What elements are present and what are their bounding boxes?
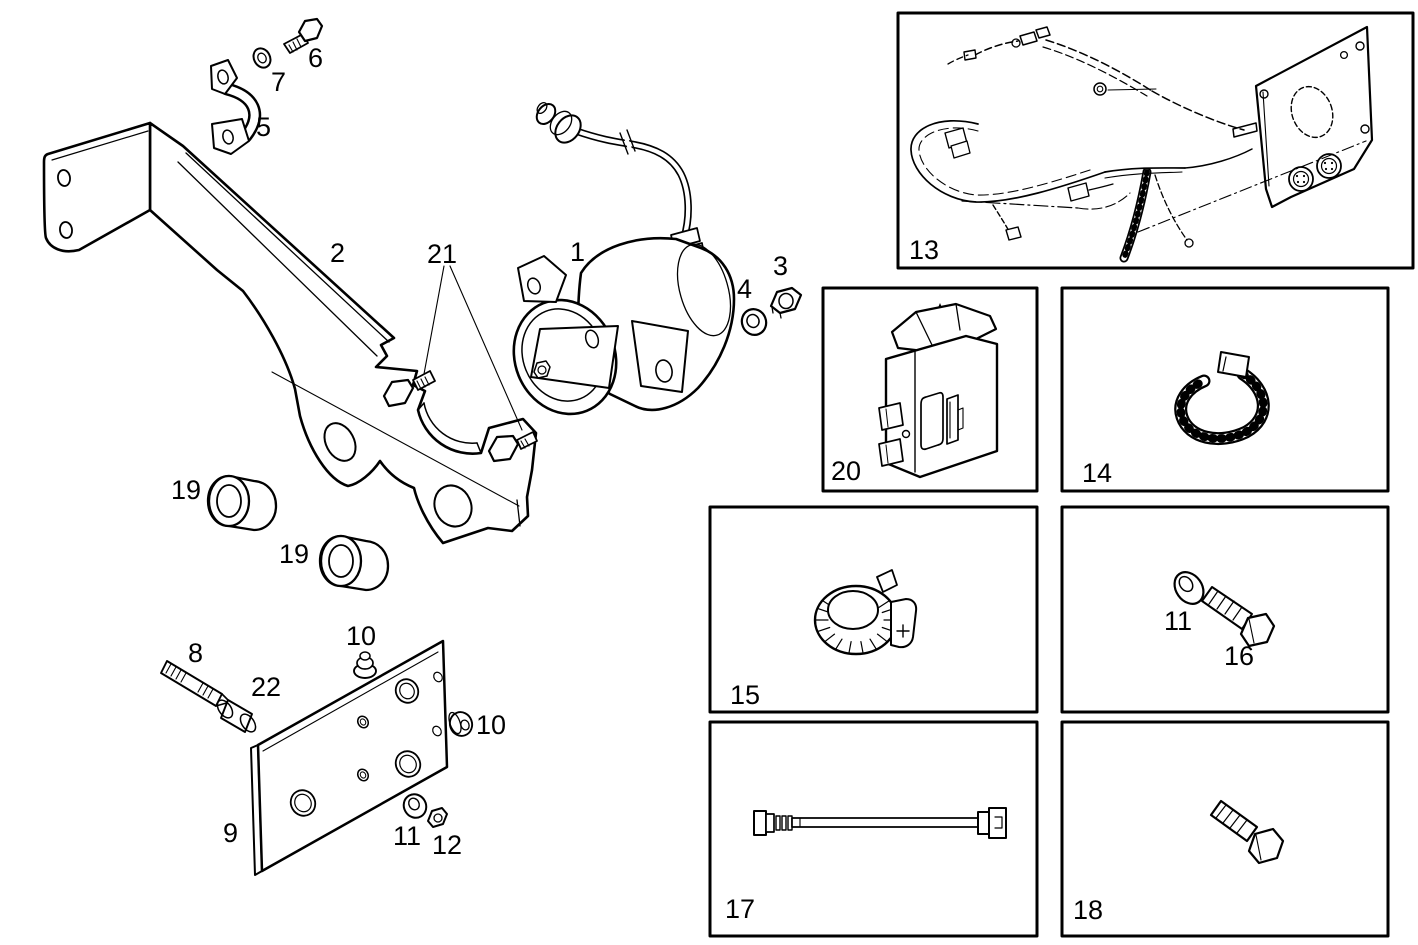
callout-2: 2 [330, 238, 346, 268]
callout-8: 8 [188, 638, 204, 668]
part-2-bracket-drawing [42, 121, 538, 545]
panel-17-box [708, 720, 1039, 938]
part-10-nut-right-drawing [448, 711, 474, 737]
callout-3: 3 [773, 251, 789, 281]
connector-20-drawing [878, 302, 999, 479]
panel-16-box [1060, 505, 1390, 714]
panel-18-box [1060, 720, 1390, 938]
panel-14-box [1060, 286, 1390, 493]
callout-10-upper: 10 [346, 621, 377, 651]
panel-label-13: 13 [909, 235, 940, 265]
callout-9: 9 [223, 818, 239, 848]
part-1-cylinder-drawing [512, 102, 736, 416]
part-10-nut-upper-drawing [353, 651, 377, 679]
panel-label-16: 16 [1224, 641, 1255, 671]
part-22-spacer-drawing [216, 699, 257, 733]
part-7-washer-drawing [252, 47, 272, 69]
panel-label-20: 20 [831, 456, 862, 486]
panel-label-15: 15 [730, 680, 761, 710]
callout-12: 12 [432, 830, 463, 860]
callout-11: 11 [393, 821, 422, 851]
panel-label-17: 17 [725, 894, 756, 924]
part-11-washer-drawing [402, 793, 428, 819]
part-12-nut-drawing [427, 807, 448, 828]
callout-4: 4 [737, 274, 753, 304]
part-21-bolts-drawing [382, 265, 538, 463]
part-19-bushing-upper-drawing [206, 474, 278, 532]
part-5-clamp-drawing [210, 59, 262, 155]
bolt-18-drawing [1209, 799, 1285, 865]
part-6-bolt-drawing [283, 17, 324, 54]
hose-clamp-15-drawing [813, 569, 918, 656]
panel-13-box [896, 11, 1415, 270]
callout-21: 21 [427, 239, 458, 269]
callout-6: 6 [308, 43, 324, 73]
part-19-bushing-lower-drawing [318, 534, 390, 592]
clip-14-drawing [1174, 351, 1270, 445]
callout-5: 5 [256, 112, 272, 142]
washer-bolt-16-drawing [1173, 571, 1276, 648]
part-3-nut-drawing [769, 286, 803, 319]
callout-1: 1 [570, 237, 586, 267]
panel-label-16-washer: 11 [1164, 606, 1193, 636]
callout-22: 22 [251, 672, 282, 702]
cable-17-drawing [753, 807, 1007, 839]
callout-10-right: 10 [476, 710, 507, 740]
panel-label-18: 18 [1073, 895, 1104, 925]
callout-19-upper: 19 [171, 475, 202, 505]
part-9-plate-drawing [250, 639, 449, 876]
callout-19-lower: 19 [279, 539, 310, 569]
panel-label-14: 14 [1082, 458, 1113, 488]
part-4-washer-drawing [740, 308, 768, 336]
panel-20-box [821, 286, 1039, 493]
harness-drawing [910, 25, 1374, 263]
panel-15-box [708, 505, 1039, 714]
callout-7: 7 [271, 67, 287, 97]
